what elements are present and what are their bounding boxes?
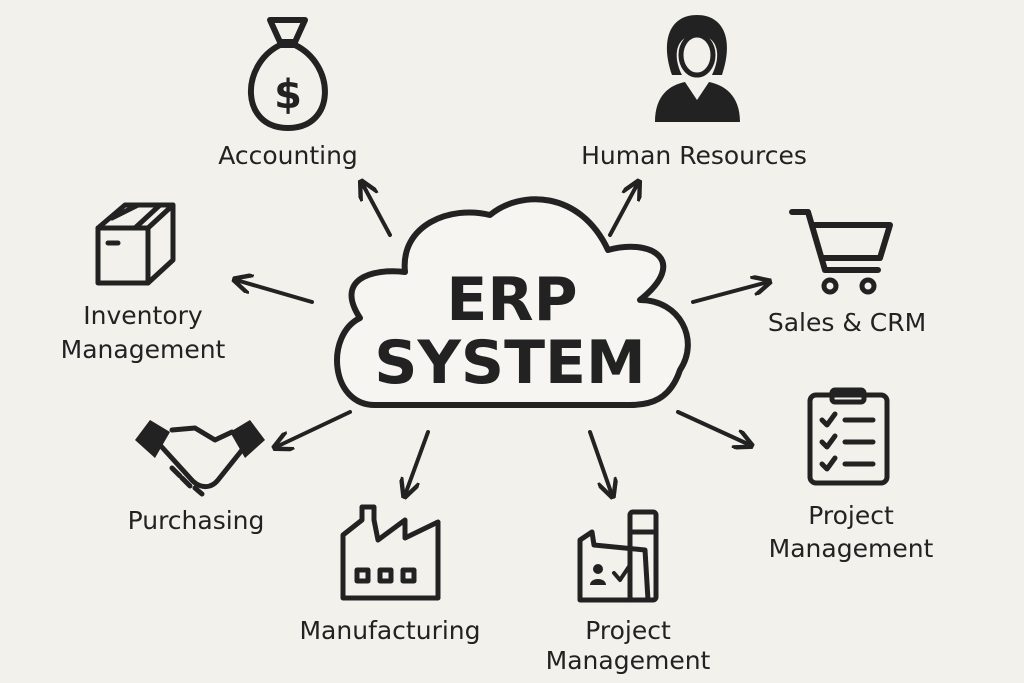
project-bottom-label-line2: Management bbox=[546, 646, 711, 675]
arrow-inventory bbox=[236, 280, 314, 304]
module-project-right: Project Management bbox=[769, 387, 934, 563]
project-right-label-line1: Project bbox=[808, 501, 894, 530]
project-right-label-line2: Management bbox=[769, 534, 934, 563]
module-accounting: $ Accounting bbox=[218, 17, 358, 170]
shopping-cart-icon bbox=[789, 209, 893, 295]
arrow-project-right bbox=[676, 410, 750, 445]
arrow-project-bottom bbox=[588, 430, 612, 495]
svg-text:$: $ bbox=[274, 72, 302, 118]
connector-arrows bbox=[236, 183, 768, 495]
sales-label: Sales & CRM bbox=[768, 308, 926, 337]
factory-icon bbox=[340, 504, 441, 601]
system-title: SYSTEM bbox=[374, 328, 646, 398]
box-icon bbox=[95, 202, 176, 286]
hr-label: Human Resources bbox=[581, 141, 807, 170]
module-purchasing: Purchasing bbox=[128, 420, 265, 535]
arrow-accounting bbox=[362, 183, 392, 237]
arrow-manufacturing bbox=[405, 430, 430, 495]
manufacturing-label: Manufacturing bbox=[299, 616, 480, 645]
inventory-label-line1: Inventory bbox=[83, 301, 203, 330]
arrow-hr bbox=[608, 183, 638, 237]
module-sales: Sales & CRM bbox=[768, 209, 926, 337]
erp-title: ERP bbox=[446, 265, 577, 335]
handshake-icon bbox=[135, 420, 265, 497]
project-bottom-label-line1: Project bbox=[585, 616, 671, 645]
module-inventory: Inventory Management bbox=[61, 202, 226, 364]
erp-cloud: ERP SYSTEM bbox=[334, 196, 691, 408]
project-board-icon bbox=[577, 509, 659, 603]
inventory-label-line2: Management bbox=[61, 335, 226, 364]
person-icon bbox=[655, 15, 740, 122]
arrow-sales bbox=[691, 282, 768, 304]
module-hr: Human Resources bbox=[581, 15, 807, 170]
module-manufacturing: Manufacturing bbox=[299, 504, 481, 645]
accounting-label: Accounting bbox=[218, 141, 358, 170]
money-bag-icon: $ bbox=[247, 17, 328, 131]
clipboard-checklist-icon bbox=[807, 387, 890, 486]
arrow-purchasing bbox=[276, 410, 352, 447]
purchasing-label: Purchasing bbox=[128, 506, 265, 535]
module-project-bottom: Project Management bbox=[546, 509, 711, 675]
